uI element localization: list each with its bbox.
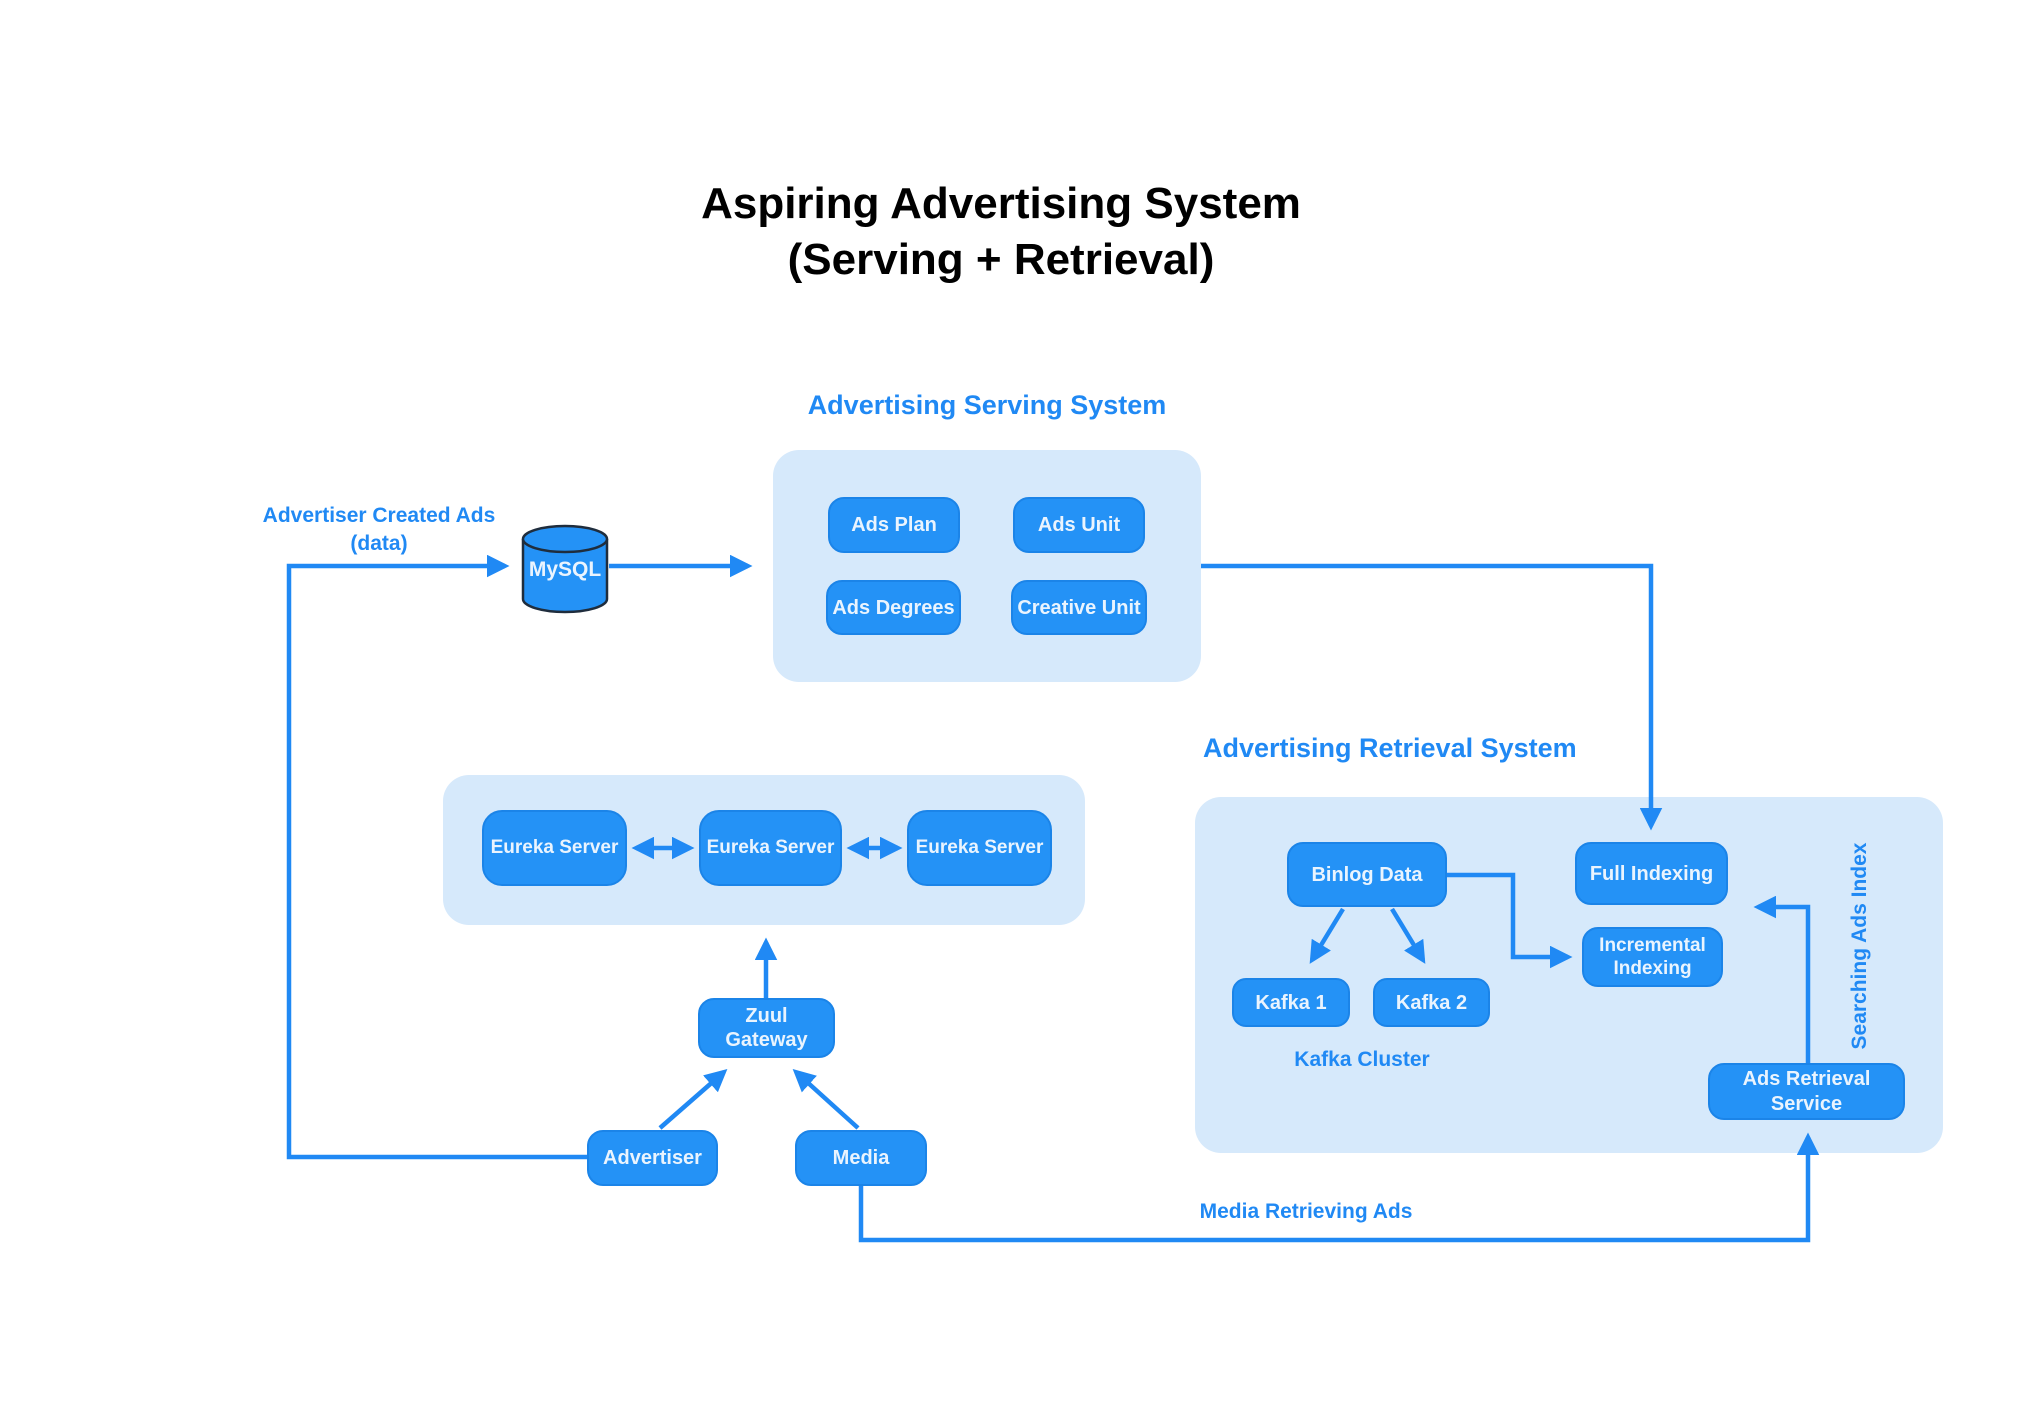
node-creative-unit: Creative Unit xyxy=(1011,580,1147,635)
node-binlog-data: Binlog Data xyxy=(1287,842,1447,907)
node-eureka-server-2: Eureka Server xyxy=(699,810,842,886)
node-kafka-2: Kafka 2 xyxy=(1373,978,1490,1027)
serving-system-container xyxy=(773,450,1201,682)
node-ads-unit: Ads Unit xyxy=(1013,497,1145,553)
node-eureka-server-1: Eureka Server xyxy=(482,810,627,886)
arrow-serving-to-full-indexing xyxy=(1201,563,1663,831)
arrow-media-to-zuul xyxy=(792,1068,860,1130)
node-ads-degrees: Ads Degrees xyxy=(826,580,961,635)
node-ads-retrieval-service: Ads Retrieval Service xyxy=(1708,1063,1905,1120)
node-full-indexing: Full Indexing xyxy=(1575,842,1728,905)
mysql-label: MySQL xyxy=(528,558,602,581)
serving-system-heading: Advertising Serving System xyxy=(807,390,1167,420)
node-zuul-gateway: Zuul Gateway xyxy=(698,998,835,1058)
media-retrieving-ads-label: Media Retrieving Ads xyxy=(1199,1200,1413,1223)
advertiser-created-ads-line1: Advertiser Created Ads xyxy=(262,504,496,527)
diagram-title-line1: Aspiring Advertising System xyxy=(701,179,1301,228)
node-eureka-server-3: Eureka Server xyxy=(907,810,1052,886)
advertiser-created-ads-line2: (data) xyxy=(350,532,408,555)
node-media: Media xyxy=(795,1130,927,1186)
arrow-advertiser-to-zuul xyxy=(658,1069,728,1130)
node-kafka-1: Kafka 1 xyxy=(1232,978,1350,1027)
searching-ads-index-label: Searching Ads Index xyxy=(1848,842,1871,1050)
node-ads-plan: Ads Plan xyxy=(828,497,960,553)
kafka-cluster-label: Kafka Cluster xyxy=(1294,1048,1430,1071)
diagram-title-line2: (Serving + Retrieval) xyxy=(787,235,1215,284)
node-advertiser: Advertiser xyxy=(587,1130,718,1186)
retrieval-system-heading: Advertising Retrieval System xyxy=(1203,733,1577,763)
advertiser-created-ads-label: Advertiser Created Ads (data) xyxy=(254,502,504,558)
node-incremental-indexing: Incremental Indexing xyxy=(1582,927,1723,987)
diagram-title: Aspiring Advertising System (Serving + R… xyxy=(601,176,1401,288)
